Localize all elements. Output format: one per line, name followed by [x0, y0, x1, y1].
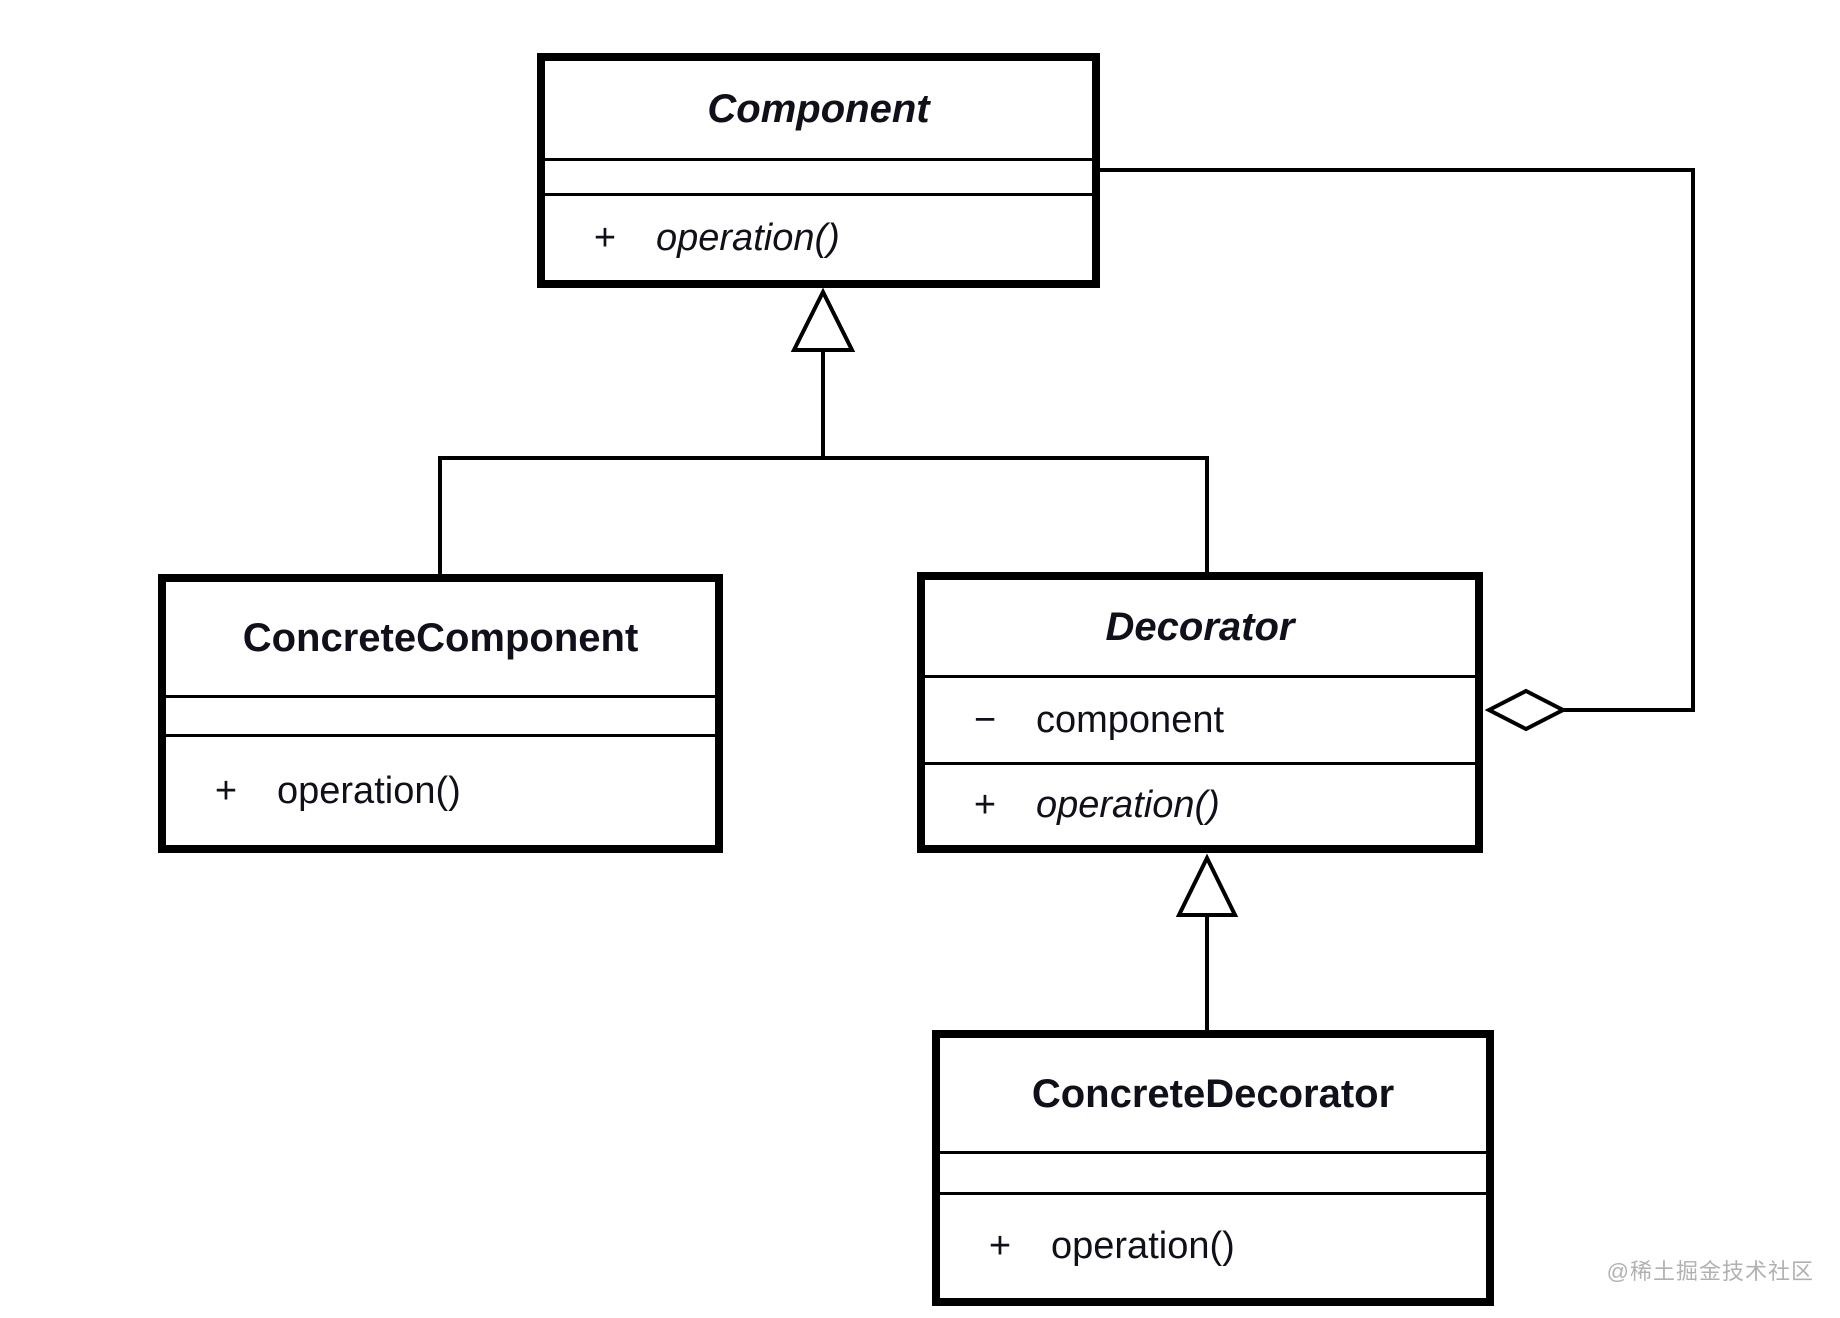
visibility-sign: + [988, 1225, 1012, 1267]
watermark-text: @稀土掘金技术社区 [1606, 1259, 1814, 1284]
operation-name: operation() [1036, 783, 1220, 826]
class-box-decorator: Decorator − component + operation() [917, 572, 1483, 853]
generalization-line-children-to-component [438, 350, 1209, 574]
inheritance-triangle-icon [1175, 853, 1239, 917]
class-operations-compartment: + operation() [940, 1195, 1486, 1298]
visibility-sign: + [593, 216, 617, 259]
class-title-compartment: ConcreteDecorator [940, 1038, 1486, 1154]
operation-row: + operation() [166, 737, 715, 845]
attribute-name: component [1036, 698, 1225, 741]
class-title-compartment: Component [545, 61, 1092, 161]
operation-name: operation() [277, 769, 461, 812]
class-title-compartment: ConcreteComponent [166, 582, 715, 698]
operation-row: + operation() [940, 1195, 1486, 1298]
operation-name: operation() [656, 216, 840, 259]
class-name: ConcreteDecorator [1031, 1072, 1395, 1116]
class-attributes-compartment: − component [925, 678, 1475, 765]
class-box-concrete-component: ConcreteComponent + operation() [158, 574, 723, 853]
class-attributes-compartment [545, 161, 1092, 196]
operation-row: + operation() [545, 196, 1092, 280]
class-name: ConcreteComponent [242, 616, 639, 660]
aggregation-line [1100, 168, 1695, 712]
class-box-component: Component + operation() [537, 53, 1100, 288]
class-attributes-compartment [940, 1154, 1486, 1195]
visibility-sign: − [973, 698, 997, 741]
class-operations-compartment: + operation() [166, 737, 715, 845]
class-name: Decorator [1105, 605, 1295, 649]
attribute-row: − component [925, 678, 1475, 762]
operation-row: + operation() [925, 765, 1475, 845]
class-box-concrete-decorator: ConcreteDecorator + operation() [932, 1030, 1494, 1306]
visibility-sign: + [973, 783, 997, 826]
visibility-sign: + [214, 769, 238, 812]
class-title-compartment: Decorator [925, 580, 1475, 678]
aggregation-diamond-icon [1484, 688, 1568, 732]
class-operations-compartment: + operation() [925, 765, 1475, 845]
class-operations-compartment: + operation() [545, 196, 1092, 280]
class-attributes-compartment [166, 698, 715, 737]
class-name: Component [707, 87, 930, 131]
inheritance-triangle-icon [790, 287, 856, 352]
operation-name: operation() [1051, 1225, 1235, 1267]
